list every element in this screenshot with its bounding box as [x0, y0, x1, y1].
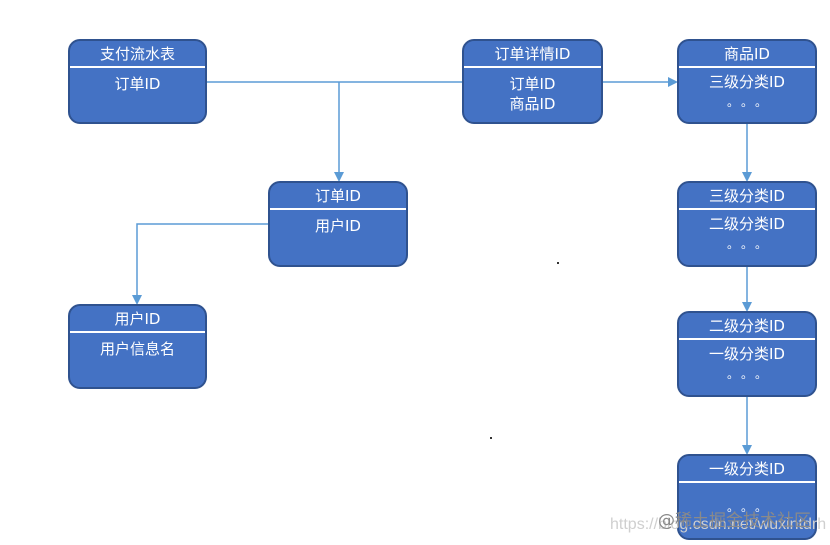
watermark-site: @稀土掘金技术社区: [658, 511, 811, 531]
node-level1-ellipsis: 。。。: [726, 500, 775, 514]
node-level2-ellipsis: 。。。: [726, 367, 775, 381]
node-level2-line: 一级分类ID: [709, 345, 785, 363]
node-separator: [464, 66, 601, 68]
node-order: 订单ID 用户ID: [268, 181, 408, 267]
node-product: 商品ID 三级分类ID 。。。: [677, 39, 817, 124]
node-separator: [679, 481, 815, 483]
node-payment-title: 支付流水表: [99, 45, 175, 63]
node-product-title: 商品ID: [724, 45, 770, 63]
node-separator: [270, 208, 406, 210]
stray-dot: [490, 437, 492, 439]
node-user-line: 用户信息名: [99, 340, 175, 358]
node-order-detail-line: 订单ID: [509, 75, 556, 93]
node-separator: [70, 66, 205, 68]
stray-dot: [557, 262, 559, 264]
node-level1: 一级分类ID 。。。: [677, 454, 817, 540]
node-payment: 支付流水表 订单ID: [68, 39, 207, 124]
node-level2: 二级分类ID 一级分类ID 。。。: [677, 311, 817, 397]
node-product-ellipsis: 。。。: [726, 95, 775, 109]
node-order-detail-line: 商品ID: [509, 95, 556, 113]
node-level3: 三级分类ID 二级分类ID 。。。: [677, 181, 817, 267]
connector-order-user: [132, 223, 268, 305]
watermark-url: https://blog.csdn.net/wuxintdrh: [610, 516, 827, 533]
node-order-detail: 订单详情ID 订单ID 商品ID: [462, 39, 603, 124]
node-user: 用户ID 用户信息名: [68, 304, 207, 389]
node-order-title: 订单ID: [315, 187, 361, 205]
node-level3-title: 三级分类ID: [709, 187, 785, 205]
node-product-line: 三级分类ID: [709, 73, 785, 91]
node-level1-title: 一级分类ID: [709, 460, 785, 478]
node-payment-line: 订单ID: [114, 75, 161, 93]
node-user-title: 用户ID: [114, 310, 161, 328]
node-order-detail-title: 订单详情ID: [494, 45, 571, 63]
node-separator: [679, 66, 815, 68]
node-separator: [679, 338, 815, 340]
node-separator: [679, 208, 815, 210]
node-level3-line: 二级分类ID: [709, 215, 785, 233]
node-order-line: 用户ID: [315, 217, 361, 235]
node-level3-ellipsis: 。。。: [726, 237, 775, 251]
node-separator: [70, 331, 205, 333]
node-level2-title: 二级分类ID: [709, 317, 785, 335]
